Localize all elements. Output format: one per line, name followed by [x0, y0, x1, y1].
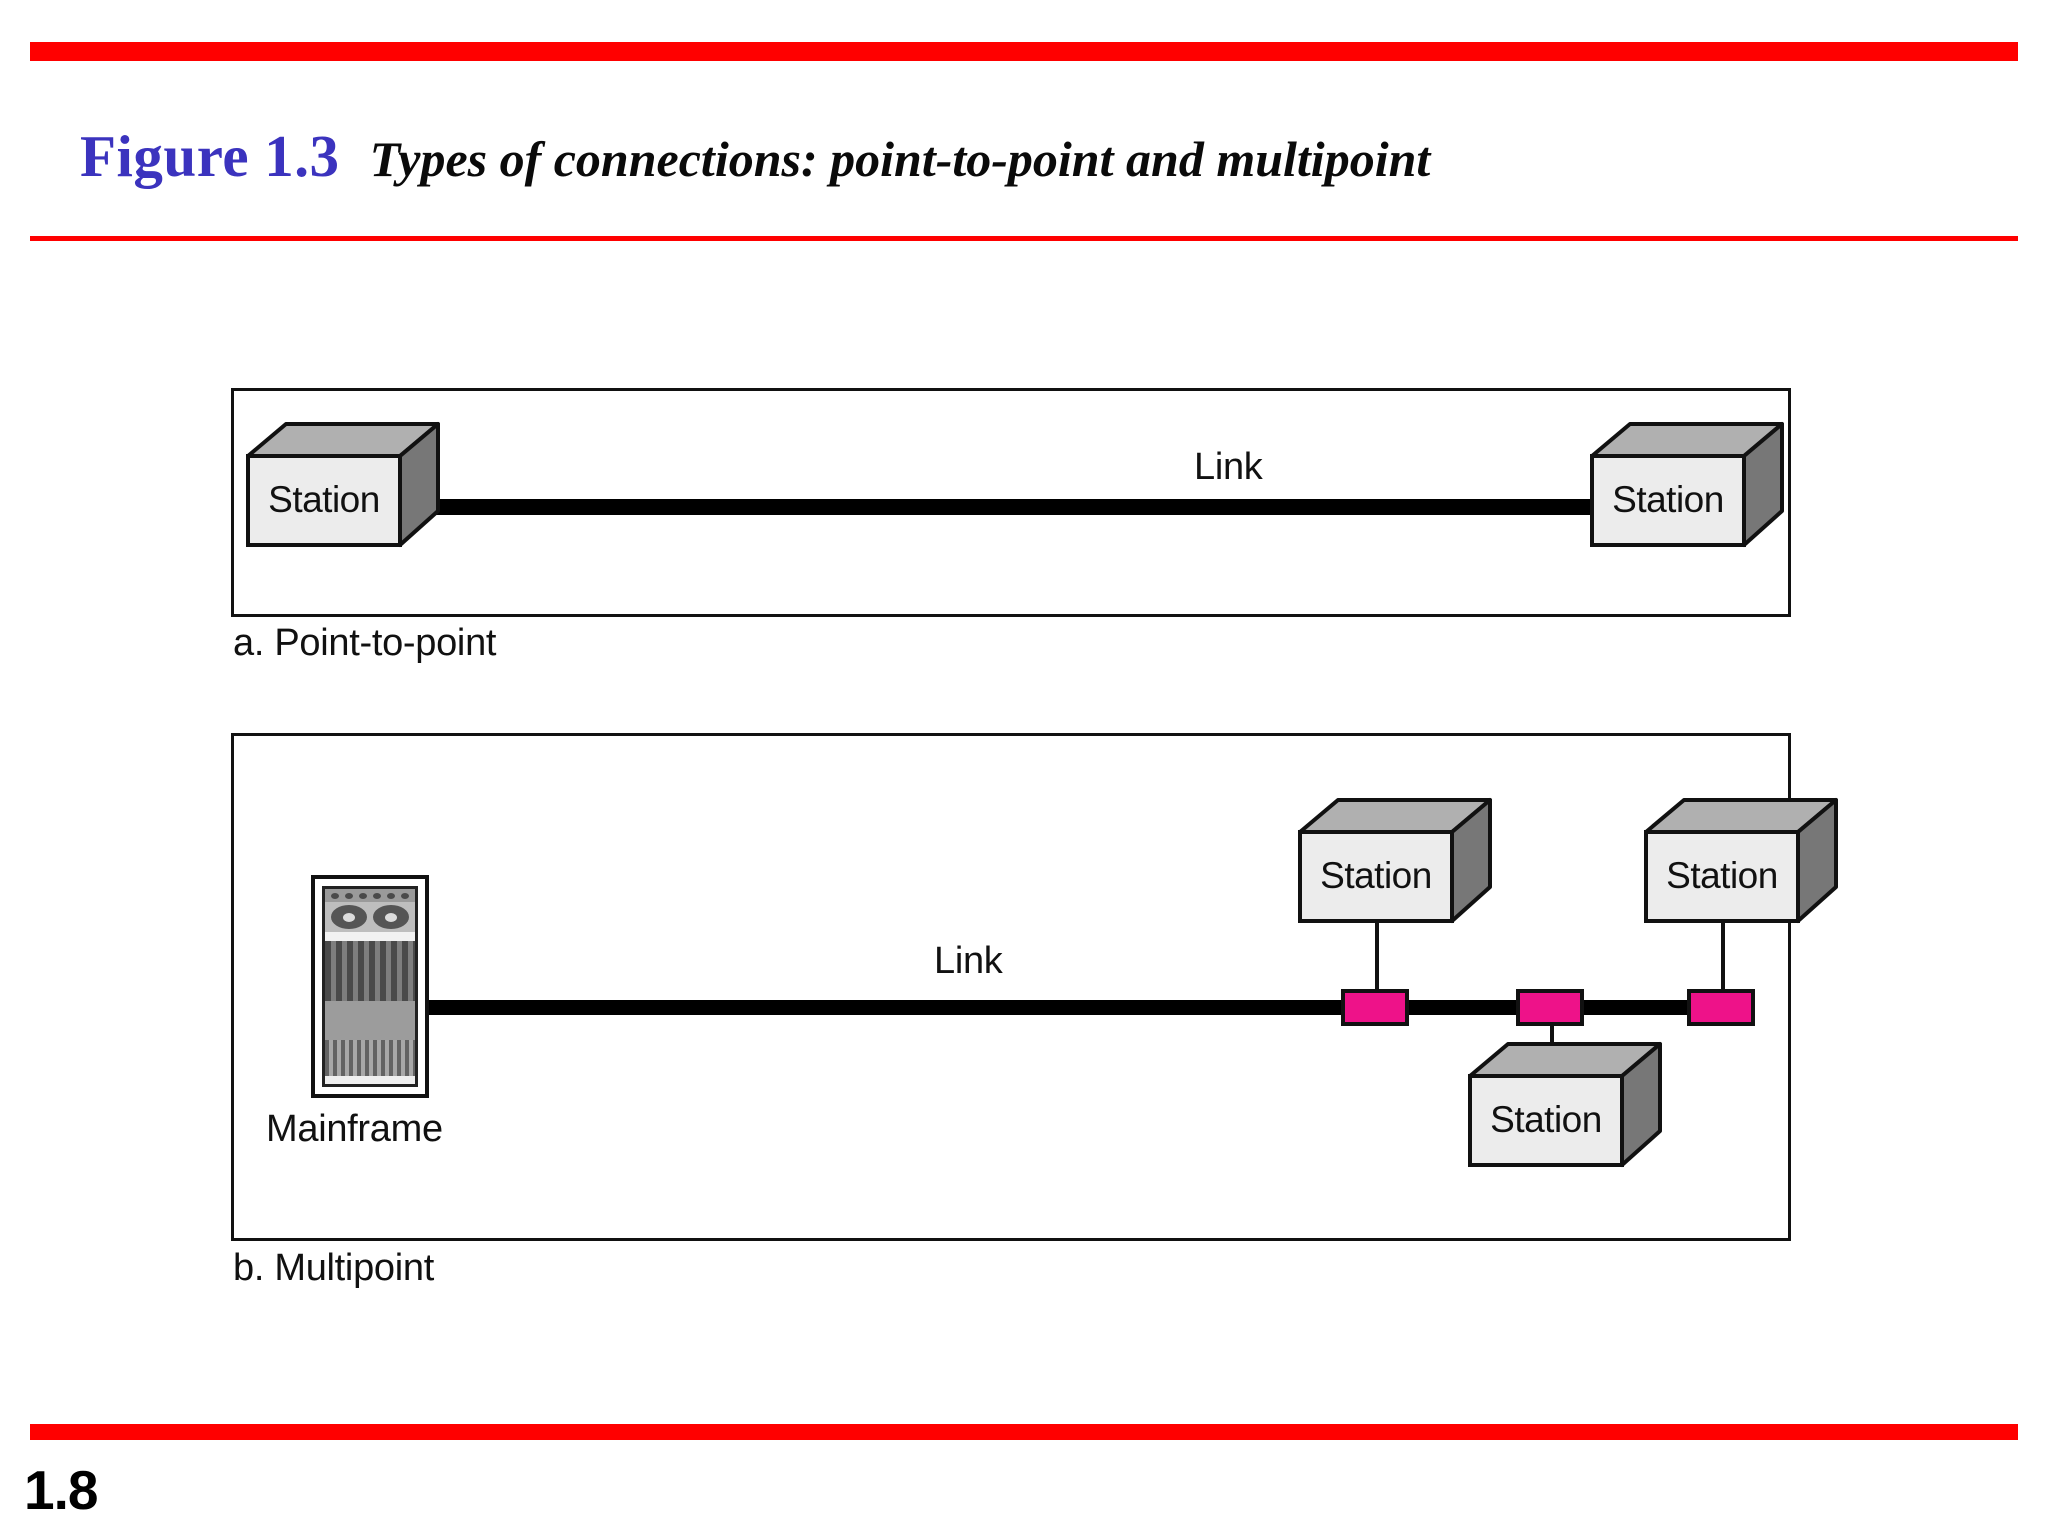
caption-multipoint: b. Multipoint — [233, 1247, 434, 1289]
link-connector-2 — [1516, 989, 1584, 1026]
station-box-3d-shading — [1468, 1042, 1662, 1167]
figure-label: Figure 1.3 — [80, 123, 340, 189]
panel-point-to-point: Link Station Station — [231, 388, 1791, 617]
mainframe-upper-slots — [325, 941, 415, 1001]
drop-line-top-left — [1375, 923, 1379, 1003]
page-number: 1.8 — [24, 1459, 98, 1521]
caption-point-to-point: a. Point-to-point — [233, 622, 497, 664]
station-label: Station — [1490, 1099, 1602, 1140]
station-box-front-face: Station — [1644, 830, 1800, 923]
station-box-3d-shading — [1298, 798, 1492, 923]
station-b-top-right: Station — [1640, 794, 1840, 927]
station-b-top-left: Station — [1294, 794, 1494, 927]
station-a-left: Station — [242, 418, 442, 551]
station-label: Station — [1612, 479, 1724, 520]
header-top-rule — [30, 42, 2018, 61]
link-line-a — [353, 499, 1673, 515]
station-label: Station — [1320, 855, 1432, 896]
station-box-front-face: Station — [246, 454, 402, 547]
link-label-a: Link — [1194, 446, 1263, 488]
link-label-b: Link — [934, 940, 1003, 982]
header-bottom-rule — [30, 236, 2018, 241]
link-connector-3 — [1687, 989, 1755, 1026]
page-title: Figure 1.3 Types of connections: point-t… — [80, 122, 1430, 191]
panel-multipoint: Link Station Station Station — [231, 733, 1838, 1241]
footer-rule — [30, 1424, 2018, 1440]
station-box-3d-shading — [1590, 422, 1784, 547]
link-connector-1 — [1341, 989, 1409, 1026]
station-label: Station — [268, 479, 380, 520]
link-line-b — [428, 1000, 1687, 1015]
mainframe-label: Mainframe — [266, 1108, 443, 1150]
station-a-right: Station — [1586, 418, 1786, 551]
mainframe-indicator-lights — [325, 889, 415, 902]
mainframe-icon — [311, 875, 429, 1098]
mainframe-blank-panel — [325, 1001, 415, 1040]
station-label: Station — [1666, 855, 1778, 896]
mainframe-divider — [325, 932, 415, 941]
mainframe-tape-reels — [325, 902, 415, 932]
mainframe-cabinet — [322, 886, 418, 1087]
station-b-bottom-center: Station — [1464, 1038, 1664, 1171]
mainframe-lower-slots — [325, 1040, 415, 1076]
station-box-front-face: Station — [1468, 1074, 1624, 1167]
figure-caption: Types of connections: point-to-point and… — [369, 131, 1431, 187]
station-box-front-face: Station — [1298, 830, 1454, 923]
mainframe-base — [325, 1076, 415, 1084]
drop-line-top-right — [1721, 923, 1725, 1003]
station-box-front-face: Station — [1590, 454, 1746, 547]
